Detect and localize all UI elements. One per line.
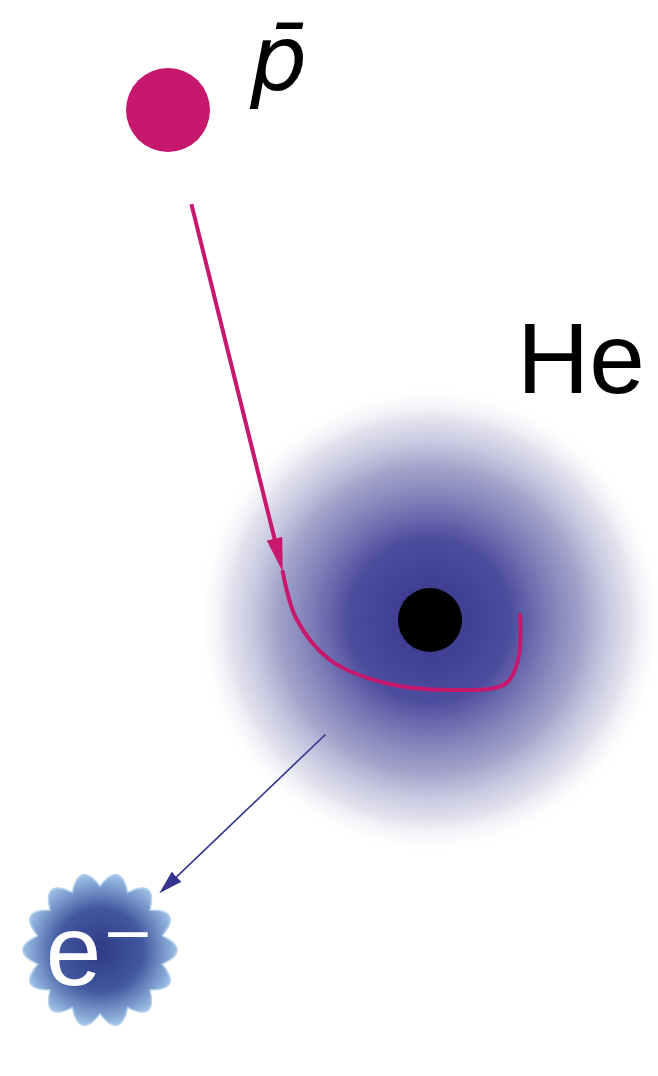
helium-nucleus	[398, 588, 462, 652]
electron-burst: e⁻	[20, 870, 180, 1030]
electron-cloud	[195, 385, 658, 855]
node-heading: p̄	[250, 14, 307, 104]
emission-arrow	[165, 734, 325, 887]
node-heading: He	[517, 308, 645, 408]
trajectory-arrow	[191, 204, 279, 560]
helium-atom-node: He	[275, 465, 585, 775]
electron-burst-shape	[23, 875, 177, 1026]
antiproton-dot	[126, 68, 210, 152]
trajectory-curve	[283, 572, 521, 690]
antiproton-node: p̄	[126, 68, 210, 152]
node-label: e⁻	[46, 900, 154, 1000]
antiproton-dot	[126, 68, 210, 152]
